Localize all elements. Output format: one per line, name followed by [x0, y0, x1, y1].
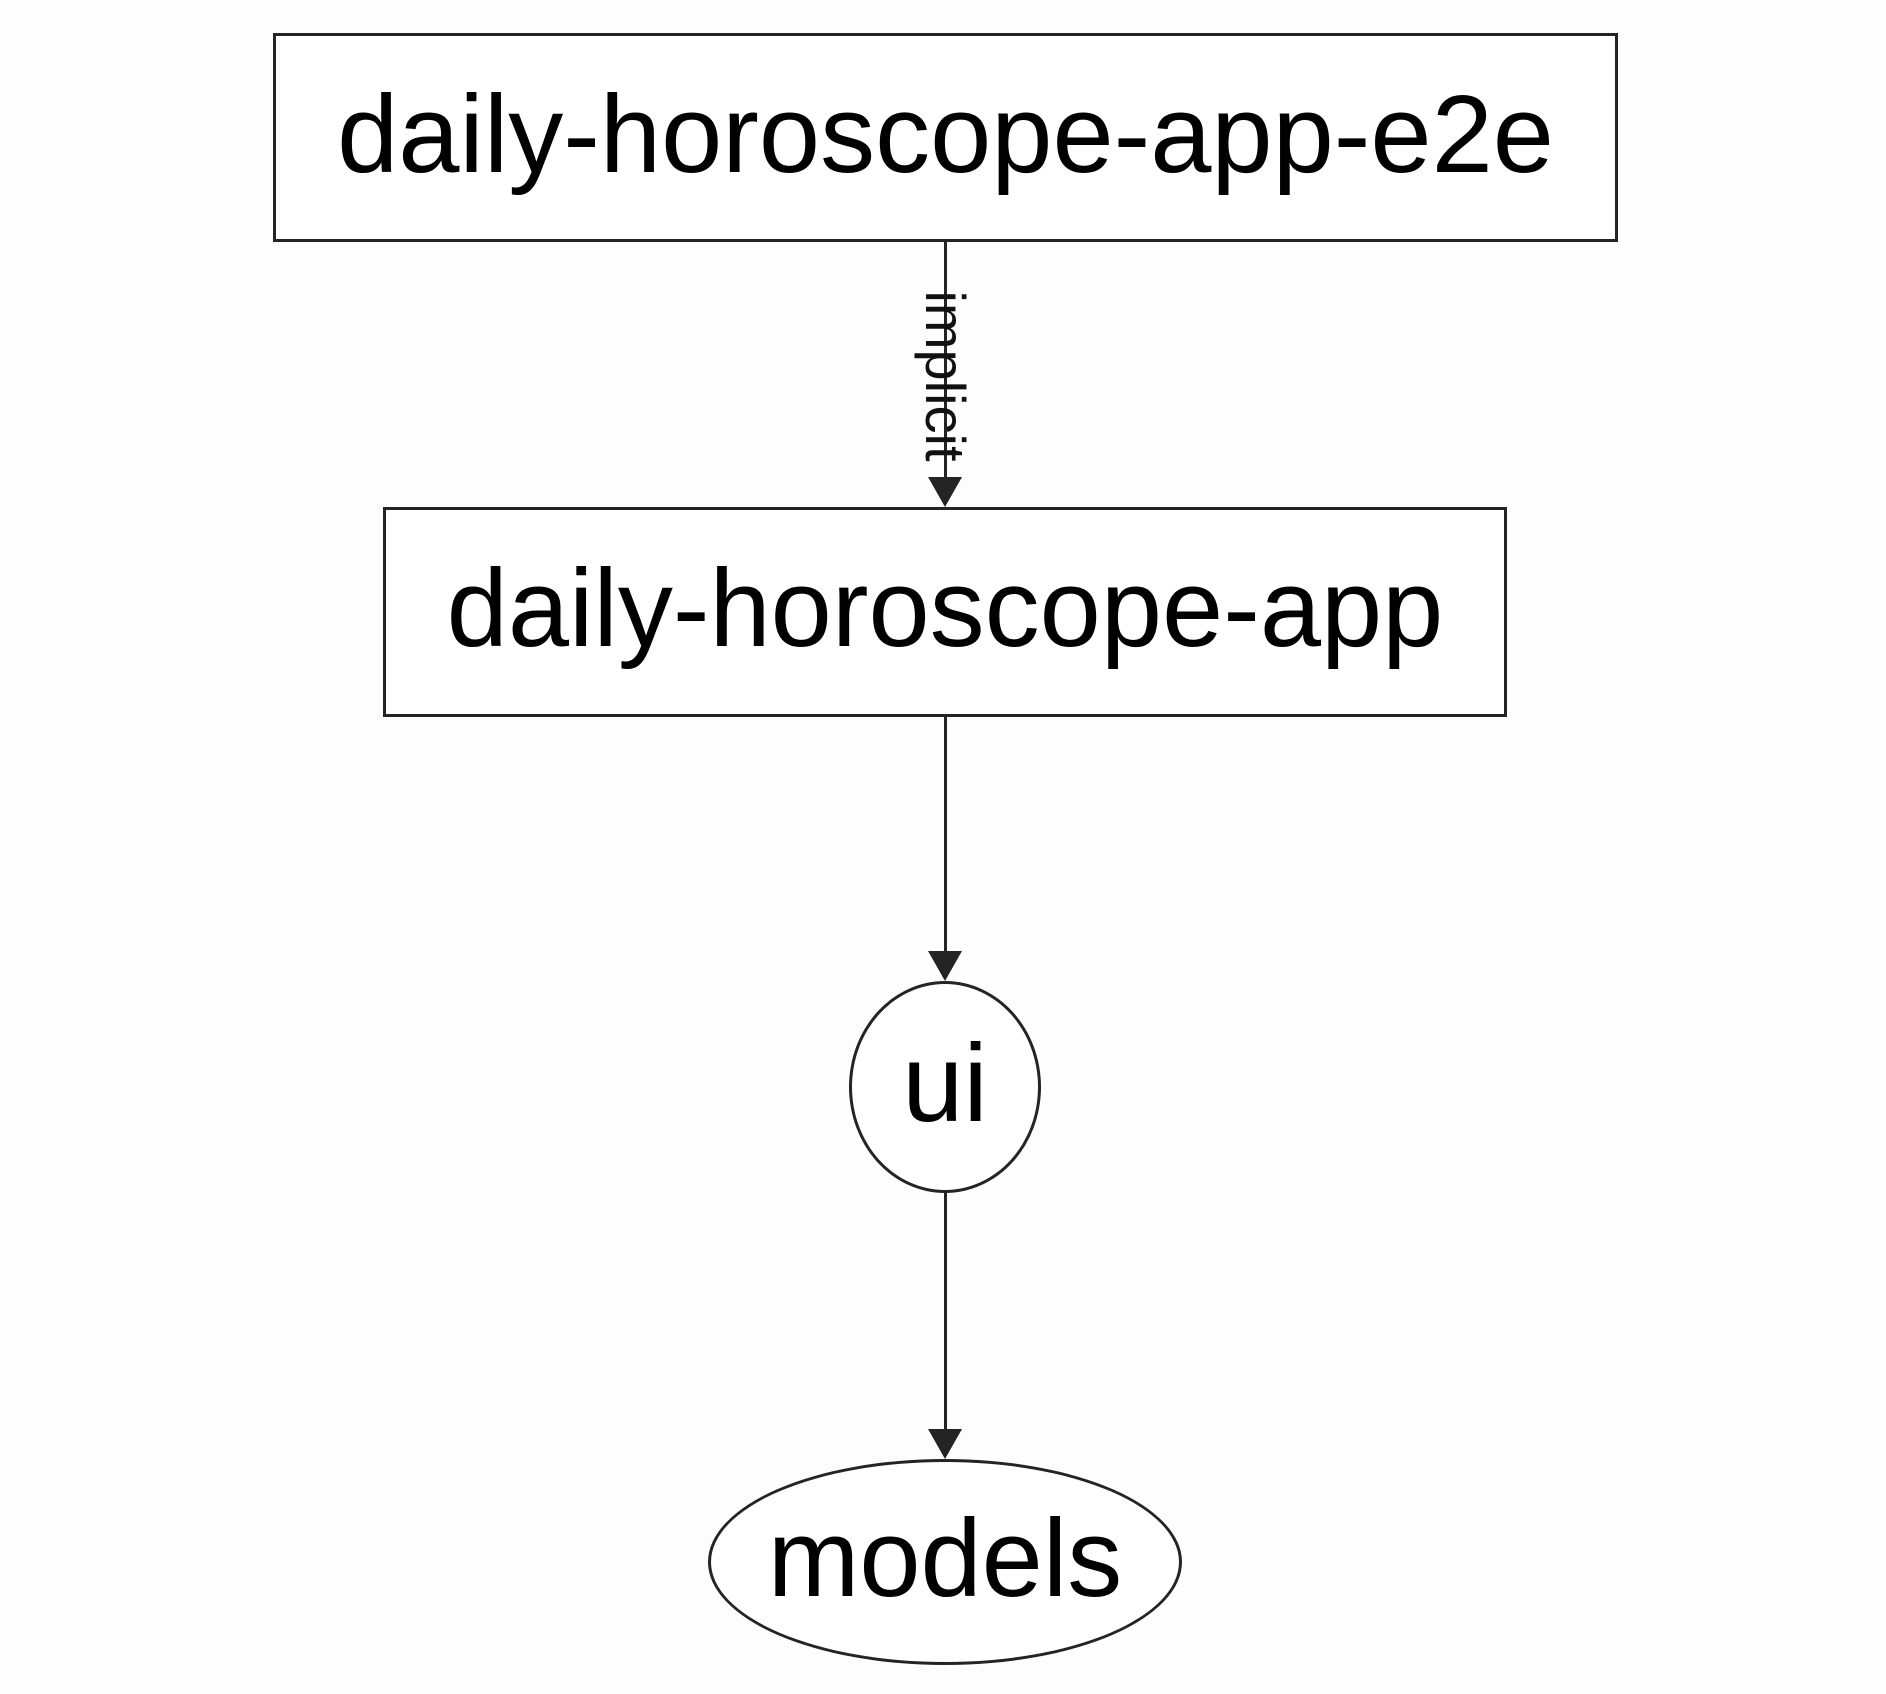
node-label: ui — [902, 1022, 988, 1145]
node-ui[interactable]: ui — [849, 981, 1041, 1193]
node-label: daily-horoscope-app-e2e — [337, 72, 1554, 196]
edge-line-app-to-ui — [944, 717, 947, 952]
edge-label-implicit: implicit — [914, 290, 977, 462]
arrowhead-down-icon — [928, 477, 962, 507]
arrowhead-down-icon — [928, 951, 962, 981]
node-daily-horoscope-app[interactable]: daily-horoscope-app — [383, 507, 1507, 717]
arrowhead-down-icon — [928, 1429, 962, 1459]
node-label: models — [767, 1497, 1123, 1620]
node-models[interactable]: models — [708, 1459, 1182, 1665]
edge-line-e2e-to-app — [944, 242, 947, 478]
edge-line-ui-to-models — [944, 1193, 947, 1430]
node-label: daily-horoscope-app — [446, 547, 1444, 670]
node-daily-horoscope-app-e2e[interactable]: daily-horoscope-app-e2e — [273, 33, 1618, 242]
